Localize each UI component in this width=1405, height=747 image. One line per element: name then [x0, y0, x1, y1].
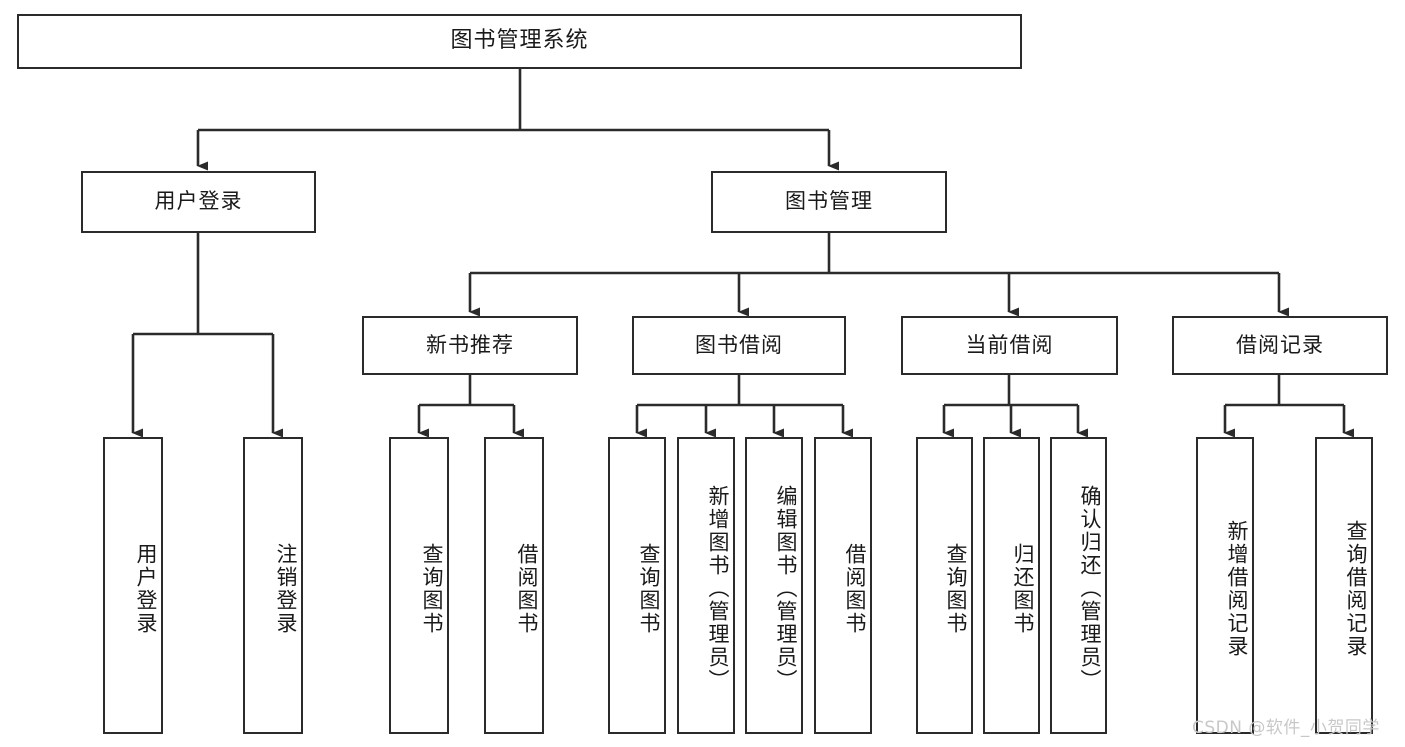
node-label: 借阅图书	[843, 542, 867, 635]
node-leaf-new-book-query[interactable]: 查询图书	[389, 437, 449, 734]
node-book-borrow[interactable]: 图书借阅	[632, 316, 846, 375]
node-label: 新增借阅记录	[1225, 519, 1249, 658]
node-leaf-book-borrow-edit[interactable]: 编辑图书（管理员）	[745, 437, 803, 734]
node-label: 归还图书	[1011, 542, 1035, 635]
node-leaf-user-login-logout[interactable]: 注销登录	[243, 437, 303, 734]
node-leaf-new-book-borrow[interactable]: 借阅图书	[484, 437, 544, 734]
node-leaf-current-borrow-return[interactable]: 归还图书	[983, 437, 1040, 734]
node-label: 当前借阅	[965, 332, 1054, 357]
node-label: 注销登录	[274, 542, 298, 635]
node-label: 编辑图书（管理员）	[774, 485, 798, 692]
node-label: 图书管理系统	[450, 28, 589, 54]
node-borrow-record[interactable]: 借阅记录	[1172, 316, 1388, 375]
node-leaf-borrow-record-query[interactable]: 查询借阅记录	[1315, 437, 1373, 734]
node-leaf-book-borrow-add[interactable]: 新增图书（管理员）	[677, 437, 735, 734]
node-label: 用户登录	[154, 189, 243, 214]
node-label: 借阅记录	[1236, 332, 1324, 357]
node-leaf-current-borrow-query[interactable]: 查询图书	[916, 437, 973, 734]
node-leaf-borrow-record-add[interactable]: 新增借阅记录	[1196, 437, 1254, 734]
node-leaf-user-login-login[interactable]: 用户登录	[103, 437, 163, 734]
node-label: 查询图书	[637, 542, 661, 635]
node-label: 新书推荐	[426, 332, 514, 357]
node-user-login[interactable]: 用户登录	[81, 171, 316, 233]
csdn-watermark: CSDN @软件_小贺同学	[1192, 718, 1380, 738]
node-leaf-book-borrow-query[interactable]: 查询图书	[608, 437, 666, 734]
node-current-borrow[interactable]: 当前借阅	[901, 316, 1118, 375]
node-root-book-management-system[interactable]: 图书管理系统	[17, 14, 1022, 69]
node-label: 查询借阅记录	[1344, 519, 1368, 658]
node-label: 查询图书	[420, 542, 444, 635]
node-leaf-current-borrow-confirm-return[interactable]: 确认归还（管理员）	[1050, 437, 1107, 734]
node-label: 确认归还（管理员）	[1078, 485, 1102, 692]
node-label: 借阅图书	[515, 542, 539, 635]
node-label: 新增图书（管理员）	[706, 485, 730, 692]
node-label: 查询图书	[944, 542, 968, 635]
node-label: 图书管理	[785, 189, 873, 214]
node-new-book-recommend[interactable]: 新书推荐	[362, 316, 578, 375]
node-leaf-book-borrow-borrow[interactable]: 借阅图书	[814, 437, 872, 734]
node-book-management[interactable]: 图书管理	[711, 171, 947, 233]
node-label: 图书借阅	[695, 332, 783, 357]
node-label: 用户登录	[134, 542, 158, 635]
